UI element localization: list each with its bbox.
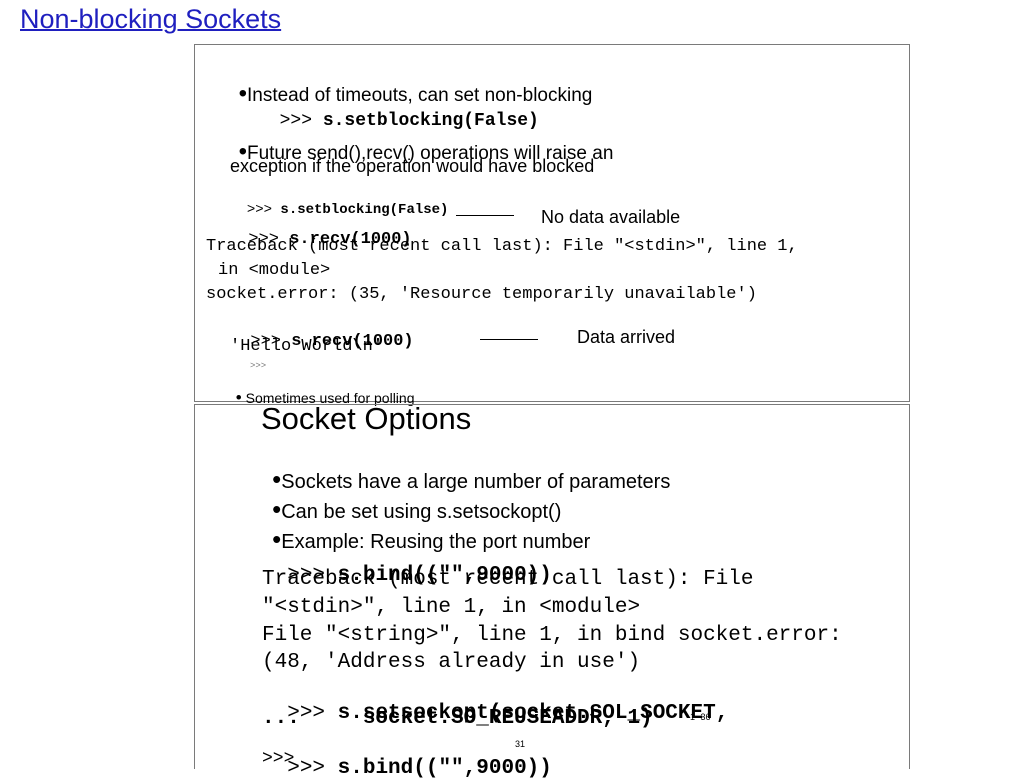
bullet-text: Can be set using s.setsockopt() (281, 501, 562, 523)
code-command: s.recv(1000) (291, 332, 414, 351)
code-final-prompt: >>> (262, 749, 295, 769)
recv-output: 'Hello World\n' (230, 337, 384, 356)
code-command: s.bind(("",9000)) (337, 757, 552, 780)
code-command: s.setblocking(False) (322, 111, 539, 131)
option-bullet-2: •Can be set using s.setsockopt() (261, 471, 561, 525)
bullet-future-ops: •Future send(),recv() operations will ra… (228, 116, 614, 166)
note-no-data: No data available (541, 207, 681, 227)
bullet-text: Example: Reusing the port number (281, 531, 591, 553)
bullet-continuation: exception if the operation would have bl… (230, 156, 595, 176)
bullet-dot: • (272, 494, 282, 524)
traceback-line-b: "<stdin>", line 1, in <module> (262, 596, 641, 619)
bullet-text: Sometimes used for polling (245, 390, 415, 406)
traceback-line-a: Traceback (most recent call last): File (262, 568, 754, 591)
socket-error-line: socket.error: (35, 'Resource temporarily… (206, 285, 757, 304)
option-bullet-1: •Sockets have a large number of paramete… (261, 441, 670, 495)
code-bind-1: >>> s.bind(("",9000)) (262, 541, 552, 587)
bullet-polling: • Sometimes used for polling (228, 372, 415, 408)
code-prompt: >>> (248, 230, 290, 249)
pointer-line-data-arrived (480, 339, 538, 340)
code-prompt: >>> (246, 202, 281, 218)
code-prompt: >>> (279, 111, 323, 131)
slide-number: 31 (515, 739, 526, 749)
bullet-dot: • (272, 464, 282, 494)
code-command: s.recv(1000) (289, 230, 412, 249)
pointer-line-no-data (456, 215, 514, 216)
traceback-line-2: in <module> (218, 261, 331, 280)
code-recv-2: >>> s.recv(1000) (230, 313, 414, 351)
code-recv-1: >>> s.recv(1000) (228, 211, 412, 249)
traceback-line-d: (48, 'Address already in use') (262, 651, 641, 674)
bottom-panel (194, 404, 910, 769)
slide-title: Non-blocking Sockets (20, 4, 282, 34)
bullet-dot: • (235, 388, 242, 407)
socket-options-heading: Socket Options (261, 401, 472, 436)
top-panel (194, 44, 910, 402)
code-prompt: >>> (287, 757, 338, 780)
code-setblocking-2: >>> s.setblocking(False) (230, 186, 449, 218)
bullet-dot: • (238, 80, 247, 107)
page-label: 1- 36 (690, 712, 711, 722)
code-setsockopt: >>> s.setsockopt(socket.SOL_SOCKET, (262, 679, 728, 725)
code-prompt: >>> (250, 332, 292, 351)
bullet-text: Future send(),recv() operations will rai… (246, 143, 614, 164)
code-reuseaddr: ... socket.SO_REUSEADDR, 1) (262, 707, 653, 730)
code-command: s.bind(("",9000)) (337, 564, 552, 587)
code-command: s.setsockopt(socket.SOL_SOCKET, (337, 702, 729, 725)
bullet-text: Instead of timeouts, can set non-blockin… (246, 85, 593, 106)
traceback-line-c: File "<string>", line 1, in bind socket.… (262, 624, 842, 647)
code-prompt: >>> (287, 564, 338, 587)
bullet-dot: • (272, 524, 282, 554)
code-bind-2: >>> s.bind(("",9000)) (262, 734, 552, 780)
small-prompt: >>> (250, 361, 267, 371)
bullet-text: Sockets have a large number of parameter… (281, 471, 671, 493)
traceback-line-1: Traceback (most recent call last): File … (206, 237, 798, 256)
option-bullet-3: •Example: Reusing the port number (261, 501, 590, 555)
bullet-timeouts: •Instead of timeouts, can set non-blocki… (228, 58, 593, 108)
code-prompt: >>> (287, 702, 338, 725)
note-data-arrived: Data arrived (577, 327, 676, 347)
code-setblocking-1: >>> s.setblocking(False) (258, 91, 539, 131)
code-command: s.setblocking(False) (280, 202, 449, 218)
bullet-dot: • (238, 138, 247, 165)
